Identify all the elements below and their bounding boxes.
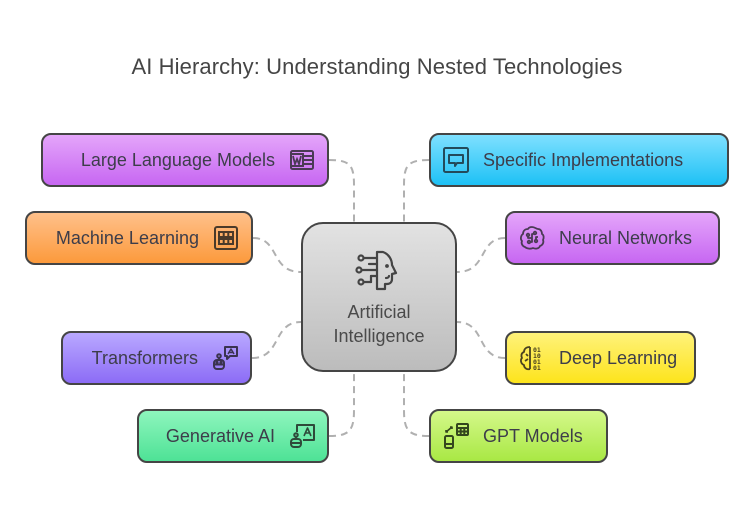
brain-binary-icon: 01 10 01 01 (517, 343, 547, 373)
node-deep-learning[interactable]: 01 10 01 01 Deep Learning (505, 331, 696, 385)
node-large-language-models[interactable]: Large Language Models (41, 133, 329, 187)
node-label: Large Language Models (80, 149, 275, 170)
center-label-line1: Artificial (347, 302, 411, 322)
node-label: Generative AI (165, 425, 275, 446)
ai-head-circuit-icon (355, 246, 403, 294)
center-node-artificial-intelligence[interactable]: Artificial Intelligence (301, 222, 457, 372)
diagram-title: AI Hierarchy: Understanding Nested Techn… (131, 54, 623, 79)
node-label: Transformers (91, 347, 198, 368)
node-label: Neural Networks (559, 227, 693, 248)
svg-text:01: 01 (533, 358, 541, 366)
node-label: GPT Models (483, 425, 583, 446)
connector-specific (403, 159, 430, 222)
connector-deep (456, 321, 506, 359)
svg-text:01: 01 (533, 364, 541, 372)
node-neural-networks[interactable]: Neural Networks (505, 211, 720, 265)
node-specific-implementations[interactable]: Specific Implementations (429, 133, 729, 187)
connector-neural (456, 237, 506, 273)
connector-transformers (251, 321, 302, 359)
word-document-icon (287, 145, 317, 175)
center-label: Artificial Intelligence (333, 300, 424, 348)
node-label: Deep Learning (559, 347, 678, 368)
connector-ml (252, 237, 302, 273)
connector-llm (328, 159, 355, 222)
node-label: Specific Implementations (483, 149, 684, 170)
brain-circuit-icon (517, 223, 547, 253)
svg-text:01: 01 (533, 346, 541, 354)
node-gpt-models[interactable]: GPT Models (429, 409, 608, 463)
chat-bubble-icon (441, 145, 471, 175)
node-generative-ai[interactable]: Generative AI (137, 409, 329, 463)
robot-chat-icon (210, 343, 240, 373)
node-transformers[interactable]: Transformers (61, 331, 252, 385)
svg-text:10: 10 (533, 352, 541, 360)
connector-generative (328, 372, 355, 437)
node-label: Machine Learning (55, 227, 199, 248)
center-label-line2: Intelligence (333, 326, 425, 346)
connector-gpt (403, 372, 430, 437)
robot-text-image-icon (287, 421, 317, 451)
phone-calculator-sync-icon (441, 421, 471, 451)
grid-panel-icon (211, 223, 241, 253)
node-machine-learning[interactable]: Machine Learning (25, 211, 253, 265)
